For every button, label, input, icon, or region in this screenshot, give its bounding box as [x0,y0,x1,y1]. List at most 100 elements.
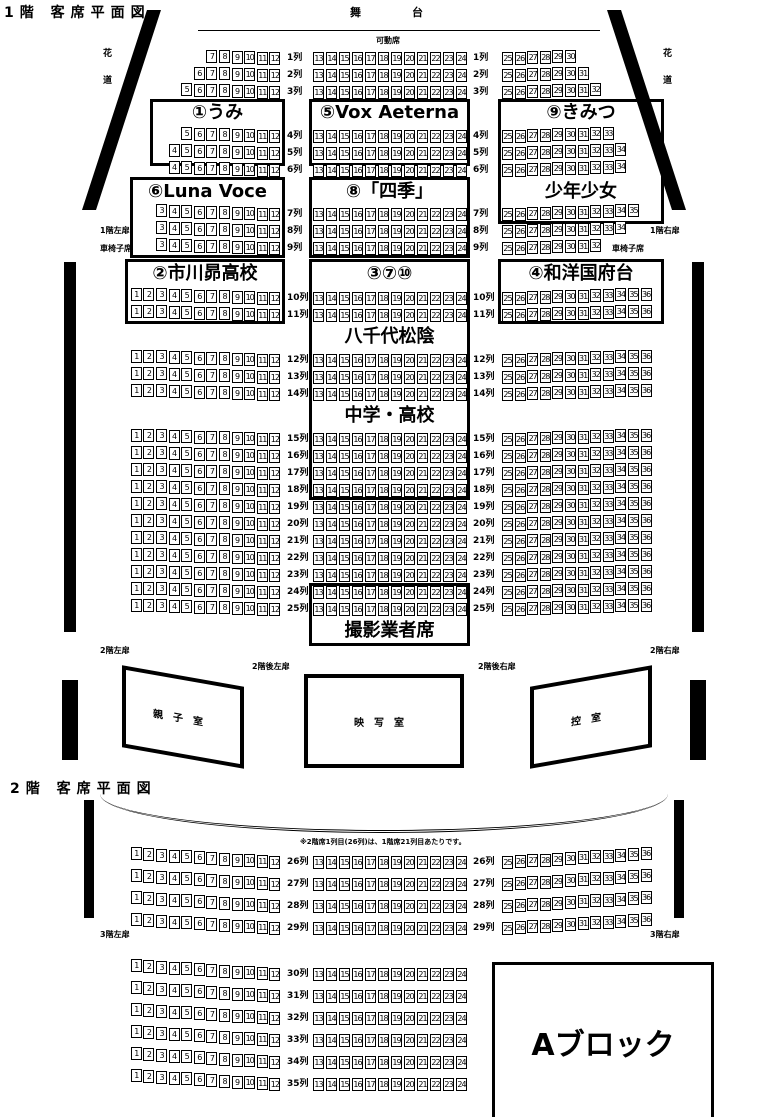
seat[interactable]: 5 [181,464,193,478]
seat[interactable]: 3 [156,565,167,579]
seat[interactable]: 22 [430,467,441,480]
seat[interactable]: 24 [456,164,467,177]
seat[interactable]: 25 [502,242,513,255]
seat[interactable]: 33 [602,599,614,613]
seat[interactable]: 3 [156,848,167,862]
seat[interactable]: 21 [417,354,428,367]
seat[interactable]: 12 [269,586,281,599]
seat[interactable]: 3 [156,480,167,494]
seat[interactable]: 28 [539,290,551,304]
seat[interactable]: 17 [365,69,376,82]
seat[interactable]: 36 [640,581,652,595]
seat[interactable]: 11 [256,68,268,82]
seat[interactable]: 20 [404,86,415,99]
seat[interactable]: 23 [443,433,454,446]
seat[interactable]: 21 [417,501,428,514]
seat[interactable]: 20 [404,586,415,599]
seat[interactable]: 31 [577,549,589,563]
seat[interactable]: 16 [352,922,363,935]
seat[interactable]: 18 [378,603,389,616]
seat[interactable]: 25 [502,309,513,322]
seat[interactable]: 28 [539,499,551,513]
seat[interactable]: 29 [552,448,564,462]
seat[interactable]: 31 [577,464,589,478]
seat[interactable]: 25 [502,164,513,177]
seat[interactable]: 16 [352,603,363,616]
seat[interactable]: 7 [206,896,218,909]
seat[interactable]: 17 [365,569,376,582]
seat[interactable]: 11 [256,899,268,913]
seat[interactable]: 32 [590,430,602,444]
seat[interactable]: 24 [456,856,467,869]
seat[interactable]: 6 [193,532,205,546]
seat[interactable]: 14 [326,450,337,463]
seat[interactable]: 26 [514,387,526,401]
seat[interactable]: 6 [193,566,205,580]
seat[interactable]: 11 [256,602,268,616]
seat[interactable]: 8 [219,1008,230,1022]
seat[interactable]: 22 [430,1056,441,1069]
seat[interactable]: 1 [130,547,142,561]
seat[interactable]: 35 [628,582,639,595]
seat[interactable]: 24 [456,130,467,143]
seat[interactable]: 12 [269,450,281,463]
seat[interactable]: 27 [527,568,539,582]
seat[interactable]: 8 [219,206,230,220]
seat[interactable]: 6 [193,144,205,158]
seat[interactable]: 32 [590,515,602,529]
seat[interactable]: 14 [326,484,337,497]
seat[interactable]: 35 [628,497,639,510]
seat[interactable]: 17 [365,878,376,891]
seat[interactable]: 30 [565,352,576,365]
seat[interactable]: 33 [602,871,614,885]
seat[interactable]: 26 [514,466,526,480]
seat[interactable]: 7 [206,499,218,512]
seat[interactable]: 21 [417,86,428,99]
seat[interactable]: 7 [206,128,218,141]
seat[interactable]: 22 [430,69,441,82]
seat[interactable]: 33 [602,849,614,863]
seat[interactable]: 6 [193,430,205,444]
seat[interactable]: 10 [244,291,256,305]
seat[interactable]: 10 [244,1076,256,1090]
seat[interactable]: 7 [206,516,218,529]
seat[interactable]: 21 [417,69,428,82]
seat[interactable]: 16 [352,990,363,1003]
seat[interactable]: 16 [352,433,363,446]
seat[interactable]: 31 [577,532,589,546]
seat[interactable]: 19 [391,1034,402,1047]
seat[interactable]: 12 [269,900,281,913]
seat[interactable]: 5 [181,498,193,512]
seat[interactable]: 5 [181,222,193,236]
seat[interactable]: 14 [326,968,337,981]
seat[interactable]: 3 [156,221,167,235]
seat[interactable]: 9 [231,162,243,176]
seat[interactable]: 27 [527,291,539,305]
seat[interactable]: 21 [417,208,428,221]
seat[interactable]: 9 [231,145,243,159]
seat[interactable]: 5 [181,872,193,886]
seat[interactable]: 2 [143,1004,155,1017]
seat[interactable]: 21 [417,225,428,238]
seat[interactable]: 33 [602,514,614,528]
seat[interactable]: 32 [590,289,602,303]
seat[interactable]: 13 [313,52,324,65]
seat[interactable]: 17 [365,552,376,565]
seat[interactable]: 8 [219,516,230,530]
seat[interactable]: 5 [181,962,193,976]
seat[interactable]: 2 [143,848,155,861]
seat[interactable]: 8 [219,584,230,598]
seat[interactable]: 2 [143,480,155,493]
seat[interactable]: 27 [527,224,539,238]
seat[interactable]: 14 [326,856,337,869]
seat[interactable]: 19 [391,130,402,143]
seat[interactable]: 25 [502,922,513,935]
seat[interactable]: 11 [256,370,268,384]
seat[interactable]: 22 [430,147,441,160]
seat[interactable]: 4 [168,514,180,528]
seat[interactable]: 31 [577,917,589,931]
seat[interactable]: 24 [456,603,467,616]
seat[interactable]: 27 [527,500,539,514]
seat[interactable]: 35 [628,204,639,217]
seat[interactable]: 30 [565,145,576,158]
